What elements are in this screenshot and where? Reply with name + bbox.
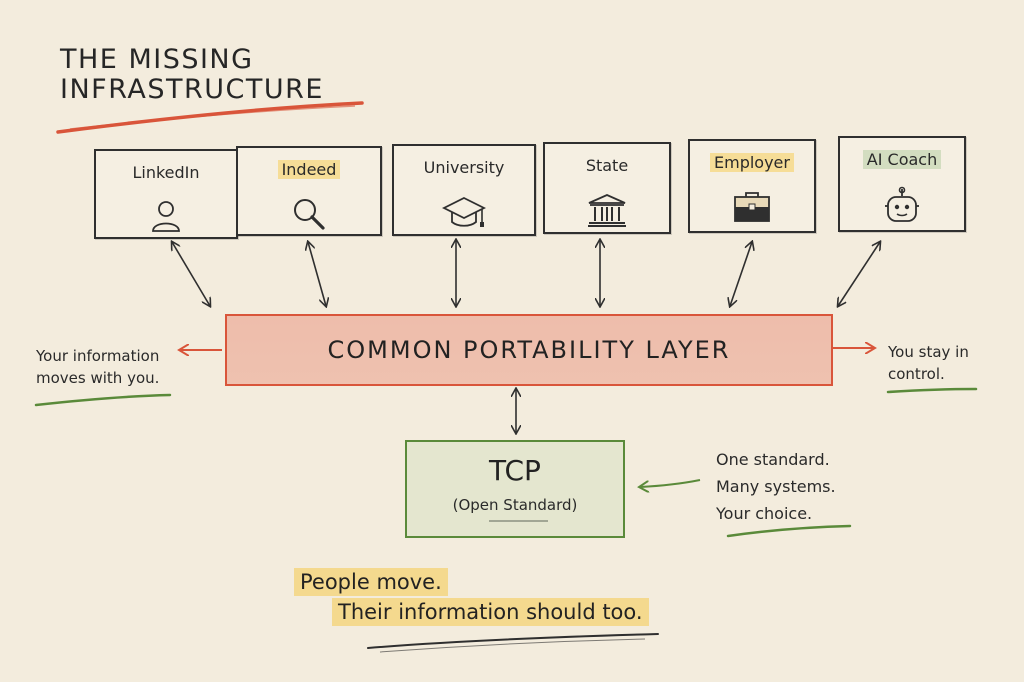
magnifier-icon — [294, 199, 325, 230]
right-note-line-1: You stay in — [888, 343, 969, 361]
left-note-line-1: Your information — [36, 347, 160, 365]
source-box-indeed: Indeed — [236, 146, 382, 236]
source-box-university: University — [392, 144, 536, 236]
tcp-note-line-2: Many systems. — [716, 477, 836, 496]
tcp-note-underline — [726, 524, 852, 538]
arrow-employer — [730, 242, 752, 306]
tagline-line-2: Their information should too. — [332, 598, 649, 626]
source-box-linkedin: LinkedIn — [94, 149, 238, 239]
government-building-icon — [588, 194, 626, 227]
graduation-cap-icon — [442, 196, 486, 227]
source-box-ai-coach: AI Coach — [838, 136, 966, 232]
source-box-employer: Employer — [688, 139, 816, 233]
arrow-note-tcp — [640, 479, 701, 487]
source-label-ai-coach: AI Coach — [840, 150, 964, 169]
person-icon — [152, 201, 180, 232]
source-label-indeed: Indeed — [238, 160, 380, 179]
right-note-underline — [886, 387, 978, 394]
tcp-note-line-3: Your choice. — [716, 504, 813, 523]
common-portability-layer: COMMON PORTABILITY LAYER — [225, 314, 833, 386]
robot-icon — [885, 186, 919, 222]
source-box-state: State — [543, 142, 671, 234]
briefcase-icon — [734, 192, 770, 222]
source-label-university: University — [423, 158, 505, 177]
arrow-linkedin — [172, 242, 210, 306]
tcp-title: TCP — [489, 454, 541, 487]
tagline-line-1: People move. — [294, 568, 448, 596]
tagline-underline — [367, 633, 659, 649]
right-note: You stay in control. — [888, 341, 969, 385]
title-line-1: THE MISSING — [60, 44, 254, 75]
left-note-line-2: moves with you. — [36, 369, 160, 387]
tcp-box: TCP (Open Standard) — [405, 440, 625, 538]
tcp-note-line-1: One standard. — [716, 450, 830, 469]
tcp-subtitle: (Open Standard) — [452, 496, 578, 514]
source-label-linkedin: LinkedIn — [132, 163, 200, 182]
source-label-state: State — [585, 156, 629, 175]
arrow-indeed — [308, 242, 326, 306]
title-line-2: INFRASTRUCTURE — [60, 74, 324, 105]
left-note: Your information moves with you. — [36, 345, 159, 389]
left-note-underline — [34, 393, 172, 407]
tcp-note: One standard. Many systems. Your choice. — [716, 446, 836, 527]
title-underline — [56, 101, 364, 134]
arrow-ai-coach — [838, 242, 880, 306]
source-label-employer: Employer — [690, 153, 814, 172]
right-note-line-2: control. — [888, 365, 945, 383]
layer-label: COMMON PORTABILITY LAYER — [327, 336, 731, 364]
